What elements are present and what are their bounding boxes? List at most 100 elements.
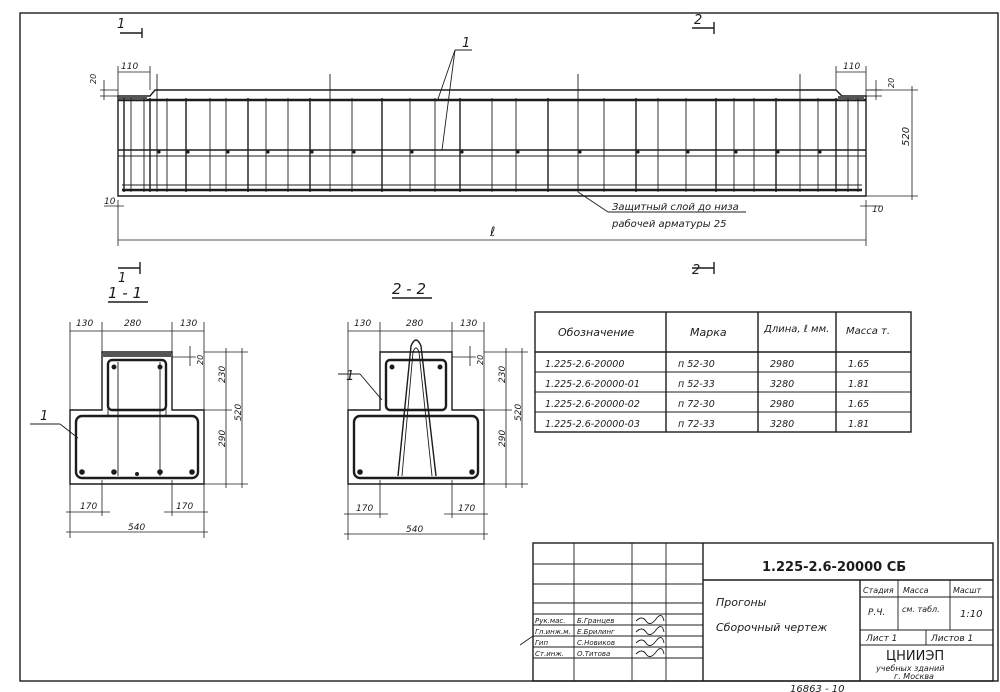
section-1-title: 1 - 1	[108, 284, 142, 302]
beam-elevation: 1 1 1 2 2 110	[89, 13, 918, 286]
signature-role: Гип	[535, 639, 548, 647]
bar-tie	[686, 150, 690, 154]
sheet-frame	[19, 12, 999, 682]
dim-end-left: 110	[117, 62, 151, 96]
spec-cell: 2980	[770, 399, 794, 410]
svg-text:520: 520	[234, 404, 244, 421]
svg-text:130: 130	[76, 319, 93, 329]
spec-cell: 1.81	[848, 419, 869, 430]
bar-tie	[186, 150, 190, 154]
title-subname: Сборочный чертеж	[716, 621, 827, 634]
svg-text:170: 170	[458, 504, 475, 514]
section-cut-1-top: 1	[117, 17, 143, 38]
svg-text:520: 520	[514, 404, 524, 421]
signature-scribble	[635, 648, 665, 657]
spec-cell: 1.225-2.6-20000-03	[545, 419, 640, 430]
dim-top-left: 20	[89, 74, 118, 100]
spec-cell: п 72-30	[678, 399, 715, 410]
svg-text:10: 10	[872, 205, 884, 215]
spec-cell: 1.81	[848, 379, 869, 390]
svg-text:540: 540	[128, 523, 145, 533]
spec-cell: 2980	[770, 359, 794, 370]
header-mark: Марка	[690, 326, 727, 339]
end-plate-right	[838, 96, 864, 100]
section-1-1: 1 - 1 130 280 130 1	[30, 284, 248, 538]
stirrup-group	[123, 74, 859, 192]
svg-text:130: 130	[460, 319, 477, 329]
svg-text:г. Москва: г. Москва	[894, 672, 934, 681]
section-2-outline	[347, 351, 485, 485]
svg-text:Листов 1: Листов 1	[930, 634, 973, 644]
callout-leader-b	[441, 49, 456, 151]
svg-text:170: 170	[176, 502, 193, 512]
svg-text:110: 110	[843, 62, 860, 72]
spec-cell: 1.225-2.6-20000-01	[545, 379, 640, 390]
svg-text:1: 1	[346, 369, 354, 384]
svg-text:Масса: Масса	[903, 586, 929, 595]
svg-text:170: 170	[356, 504, 373, 514]
spec-cell: 1.65	[848, 359, 869, 370]
callout-number: 1	[462, 36, 470, 51]
svg-text:Защитный слой до низа: Защитный слой до низа	[612, 202, 739, 213]
end-plate-left	[119, 96, 147, 100]
svg-text:230: 230	[218, 366, 228, 383]
svg-text:110: 110	[121, 62, 138, 72]
signature-role: Ст.инж.	[535, 650, 564, 658]
signature-role: Рук.мас.	[535, 617, 565, 625]
signature-scribble	[635, 615, 665, 624]
bar-tie	[266, 150, 270, 154]
svg-text:230: 230	[498, 366, 508, 383]
svg-text:Масшт: Масшт	[953, 586, 982, 595]
dim-length: ℓ	[117, 200, 867, 246]
lifting-loop	[397, 339, 437, 477]
svg-text:540: 540	[406, 525, 423, 535]
bar-tie	[776, 150, 780, 154]
cover-note: Защитный слой до низа рабочей арматуры 2…	[577, 191, 746, 230]
header-designation: Обозначение	[558, 326, 635, 339]
svg-text:2: 2	[694, 13, 702, 28]
svg-text:290: 290	[218, 430, 228, 447]
svg-text:1: 1	[117, 17, 125, 32]
bar-tie	[157, 150, 161, 154]
svg-text:2: 2	[692, 263, 700, 278]
svg-text:170: 170	[80, 502, 97, 512]
svg-text:Стадия: Стадия	[863, 586, 894, 595]
section-2-title: 2 - 2	[392, 280, 426, 298]
title-block: 1.225-2.6-20000 СБ Прогоны Сборочный чер…	[519, 542, 994, 682]
spec-cell: 3280	[770, 379, 794, 390]
svg-text:Лист 1: Лист 1	[865, 634, 897, 644]
section-cut-1-bottom: 1	[118, 262, 141, 286]
svg-text:20: 20	[89, 74, 98, 84]
bar-tie	[460, 150, 464, 154]
svg-text:20: 20	[887, 78, 896, 88]
svg-text:ℓ: ℓ	[489, 225, 495, 240]
spec-cell: 1.225-2.6-20000	[545, 359, 624, 370]
spec-cell: п 72-33	[678, 419, 715, 430]
svg-text:280: 280	[406, 319, 423, 329]
signature-name: Е.Брилинг	[577, 628, 615, 636]
svg-text:290: 290	[498, 430, 508, 447]
org-name: ЦНИИЭП	[886, 649, 944, 664]
spec-cell: п 52-33	[678, 379, 715, 390]
svg-text:130: 130	[180, 319, 197, 329]
svg-text:учебных зданий: учебных зданий	[875, 664, 944, 673]
bar-tie	[818, 150, 822, 154]
dim-end-right: 110	[835, 62, 867, 96]
signature-name: С.Новиков	[577, 639, 615, 647]
svg-text:130: 130	[354, 319, 371, 329]
section-2-2: 2 - 2 130 280 130 1 20 230 520 290	[338, 280, 528, 540]
svg-text:1: 1	[118, 271, 126, 286]
svg-text:1:10: 1:10	[960, 609, 982, 620]
svg-text:280: 280	[124, 319, 141, 329]
bar-tie	[226, 150, 230, 154]
bar-tie	[578, 150, 582, 154]
spec-rows: 1.225-2.6-20000 п 52-30 2980 1.65 1.225-2.6-…	[545, 359, 869, 430]
spec-cell: п 52-30	[678, 359, 715, 370]
title-name: Прогоны	[716, 596, 767, 609]
svg-text:1: 1	[40, 409, 48, 424]
svg-text:Р.Ч.: Р.Ч.	[868, 608, 885, 618]
bar-tie	[310, 150, 314, 154]
header-mass: Масса т.	[846, 326, 890, 337]
